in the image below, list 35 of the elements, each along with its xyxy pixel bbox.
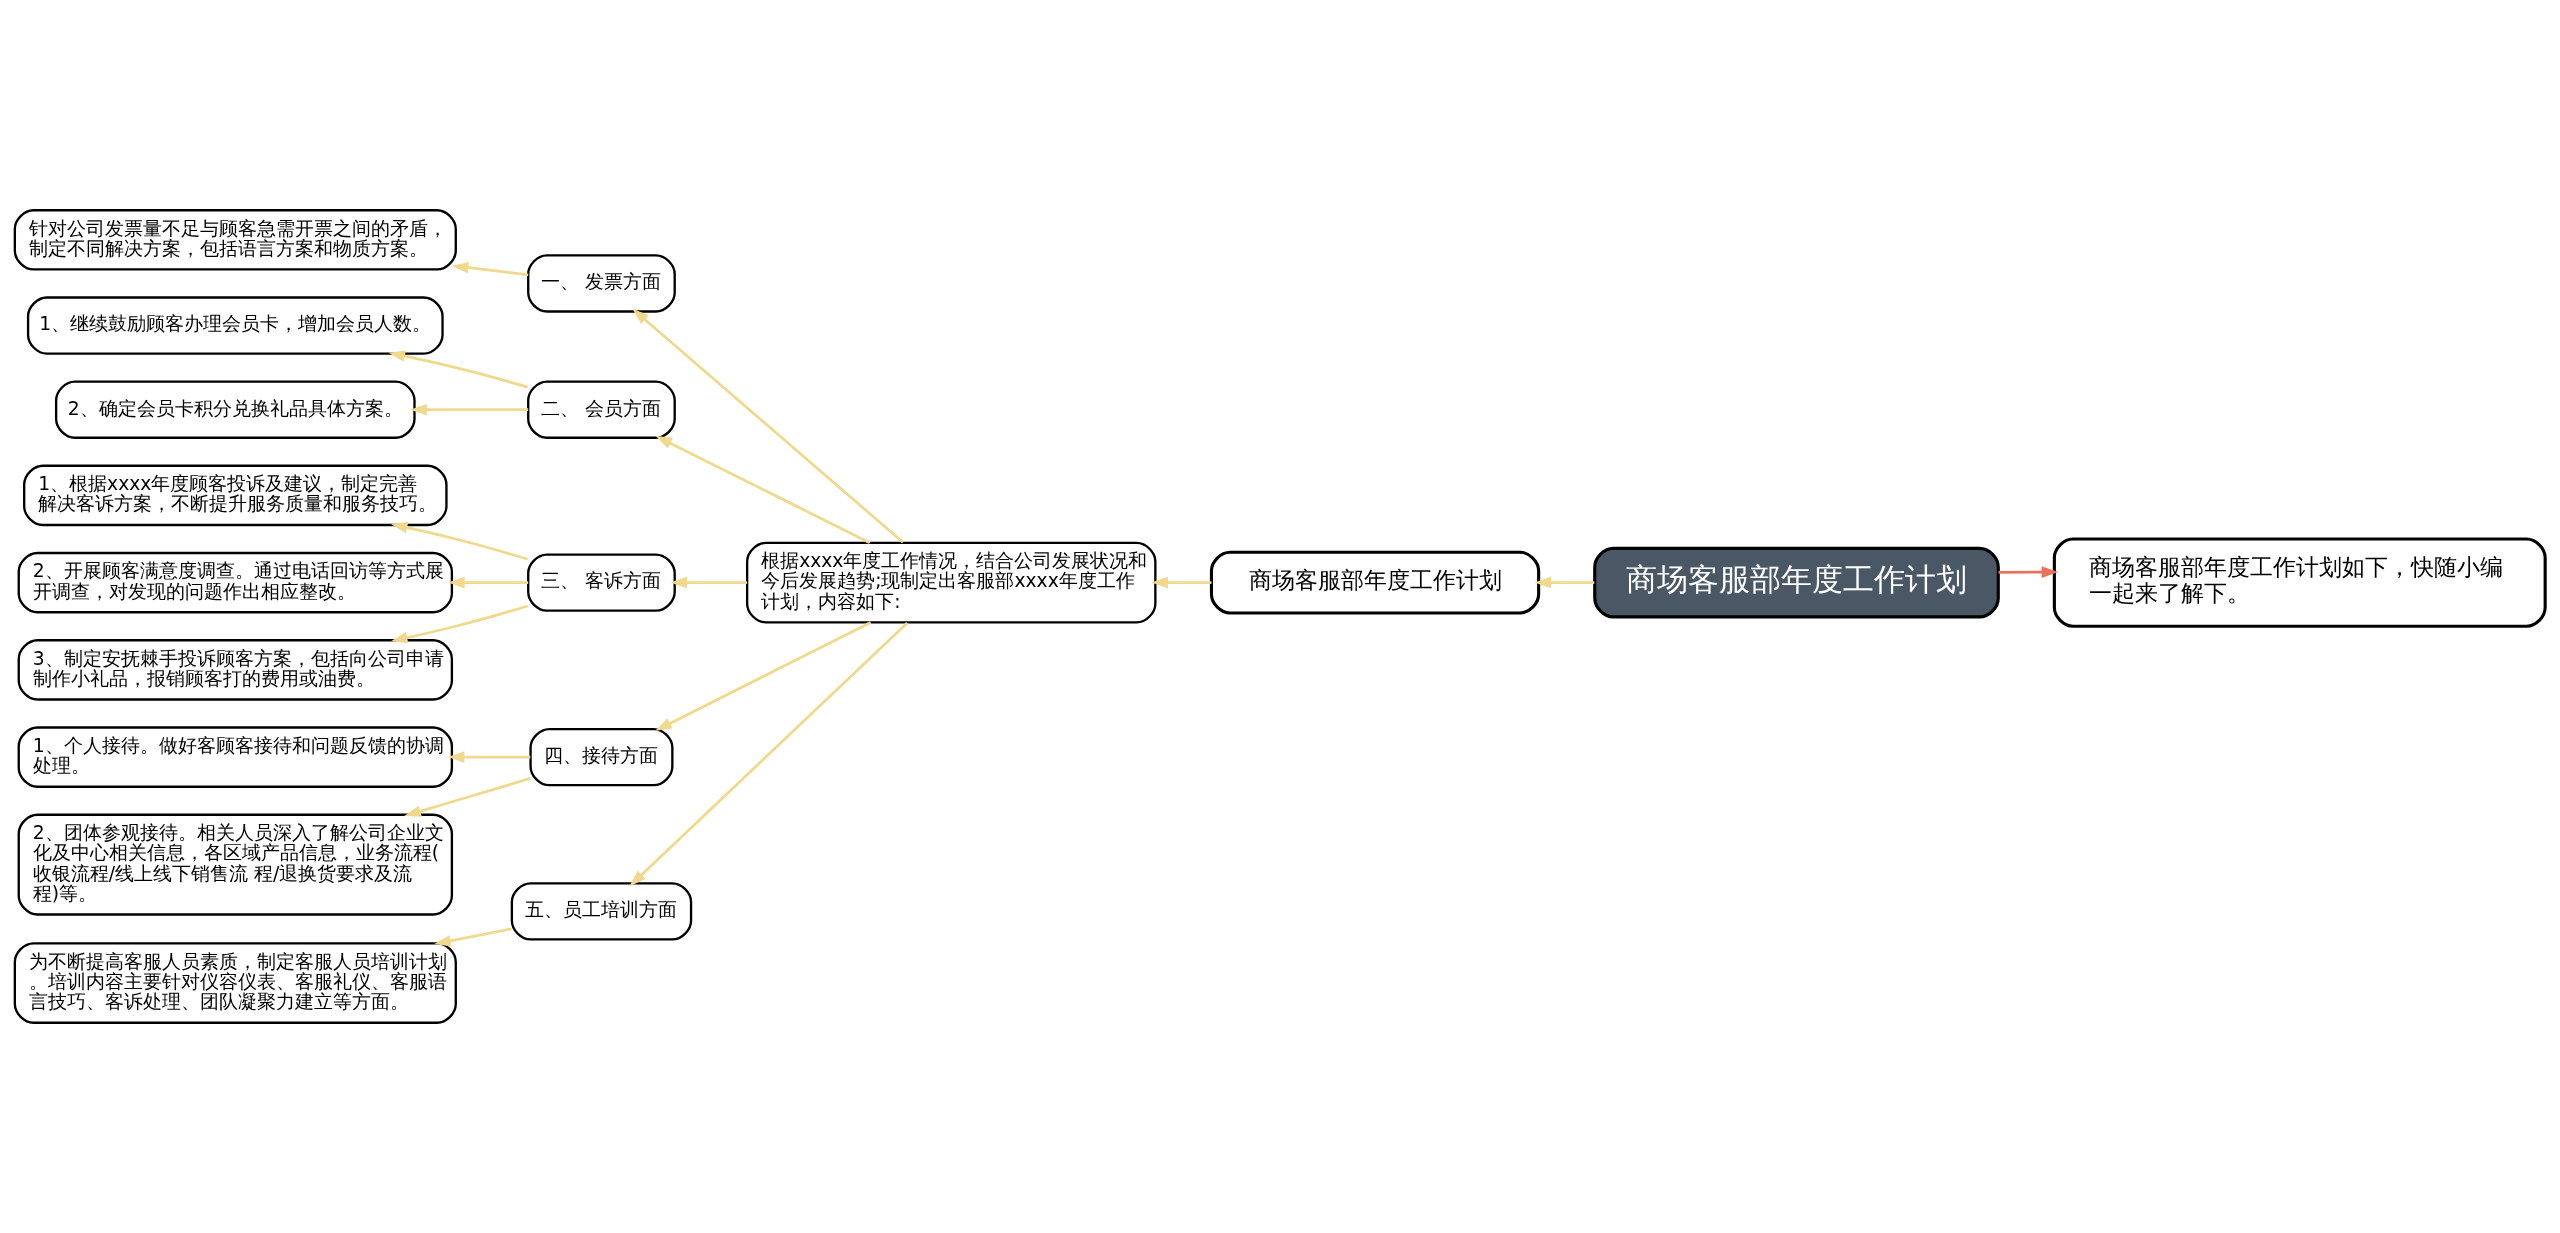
- arrow: [1151, 576, 1212, 589]
- arrow: [629, 621, 909, 887]
- arrow: [632, 308, 904, 544]
- arrow: [1998, 566, 2059, 578]
- node-box: 2、开展顾客满意度调查。通过电话回访等方式展开调查，对发现的问题作出相应整改。: [17, 551, 454, 614]
- arrow: [670, 576, 748, 589]
- node-box: 1、个人接待。做好客顾客接待和问题反馈的协调处理。: [17, 726, 454, 788]
- arrow: [404, 777, 531, 817]
- node-box: 根据xxxx年度工作情况，结合公司发展状况和今后发展趋势;现制定出客服部xxxx年度工作计划，内容如下:: [745, 541, 1157, 624]
- node-box: 商场客服部年度工作计划: [1209, 550, 1541, 615]
- arrow: [1534, 576, 1595, 589]
- arrow: [390, 604, 529, 644]
- arrow: [390, 521, 529, 561]
- node-box: 三、 客诉方面: [527, 553, 676, 612]
- arrow: [451, 261, 529, 277]
- node-box: 3、制定安抚棘手投诉顾客方案，包括向公司申请制作小礼品，报销顾客打的费用或油费。: [17, 639, 454, 701]
- node-box: 商场客服部年度工作计划: [1593, 546, 2000, 619]
- node-box: 五、员工培训方面: [510, 882, 693, 941]
- node-box: 2、团体参观接待。相关人员深入了解公司企业文化及中心相关信息，各区域产品信息，业务流程(收银流程/线上线下销售流 程/退换货要求及流程)等。: [17, 813, 454, 916]
- node-box: 1、根据xxxx年度顾客投诉及建议，制定完善解决客诉方案，不断提升服务质量和服务技巧。: [23, 464, 448, 527]
- arrow: [448, 576, 529, 589]
- node-box: 1、继续鼓励顾客办理会员卡，增加会员人数。: [26, 296, 444, 355]
- arrow: [410, 403, 529, 416]
- node-box: 二、 会员方面: [527, 380, 676, 439]
- arrow: [447, 751, 531, 763]
- arrow: [388, 350, 529, 389]
- node-box: 针对公司发票量不足与顾客急需开票之间的矛盾，制定不同解决方案，包括语言方案和物质方案。: [13, 209, 457, 271]
- arrow: [655, 621, 872, 731]
- node-box: 为不断提高客服人员素质，制定客服人员培训计划。培训内容主要针对仪容仪表、客服礼仪、客服语言技巧、客诉处理、团队凝聚力建立等方面。: [13, 942, 457, 1024]
- node-box: 一、 发票方面: [527, 254, 676, 313]
- arrow: [434, 927, 512, 947]
- node-box: 商场客服部年度工作计划如下，快随小编一起来了解下。: [2052, 537, 2547, 628]
- node-box: 2、确定会员卡积分兑换礼品具体方案。: [54, 380, 416, 439]
- arrow: [655, 435, 871, 544]
- node-box: 四、接待方面: [529, 727, 674, 787]
